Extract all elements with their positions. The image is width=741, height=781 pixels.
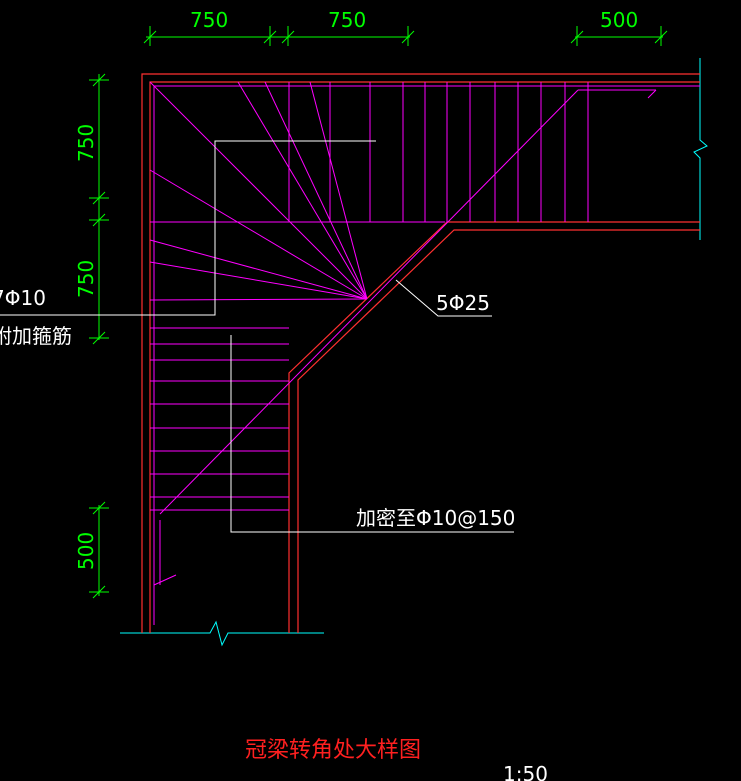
break-line-bottom <box>120 620 324 647</box>
leader-lines <box>0 140 514 533</box>
top-dimension-chain <box>143 26 668 46</box>
note-added-stirrups-desc: 附加箍筋 <box>0 324 72 348</box>
drawing-scale: 1:50 <box>503 762 548 781</box>
note-main-bars: 5Φ25 <box>436 291 490 315</box>
break-line-right <box>693 58 708 240</box>
rebar-cage <box>149 81 700 625</box>
note-densify: 加密至Φ10@150 <box>356 506 515 530</box>
drawing-title: 冠梁转角处大样图 <box>245 738 421 763</box>
top-dim-2: 750 <box>328 8 366 32</box>
top-dim-1: 750 <box>190 8 228 32</box>
note-added-stirrups-qty: 7Φ10 <box>0 286 46 310</box>
top-dim-3: 500 <box>600 8 638 32</box>
left-dim-3: 500 <box>74 532 98 570</box>
left-dim-1: 750 <box>74 124 98 162</box>
left-dimension-chain <box>89 73 109 599</box>
left-dim-2: 750 <box>74 260 98 298</box>
